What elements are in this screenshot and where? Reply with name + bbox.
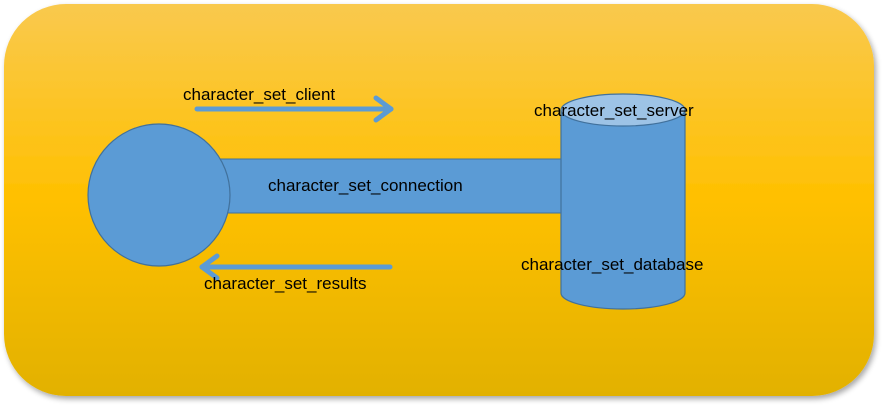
arrow-right-icon [194, 95, 394, 123]
arrow-left-icon [199, 253, 393, 281]
label-character-set-server: character_set_server [534, 101, 694, 120]
client-circle [87, 123, 231, 267]
server-cylinder [560, 93, 686, 310]
server-cylinder-top [560, 93, 686, 127]
label-character-set-client: character_set_client [183, 85, 335, 104]
label-character-set-database: character_set_database [521, 255, 703, 274]
label-character-set-connection: character_set_connection [268, 176, 463, 195]
label-character-set-results: character_set_results [204, 274, 367, 293]
